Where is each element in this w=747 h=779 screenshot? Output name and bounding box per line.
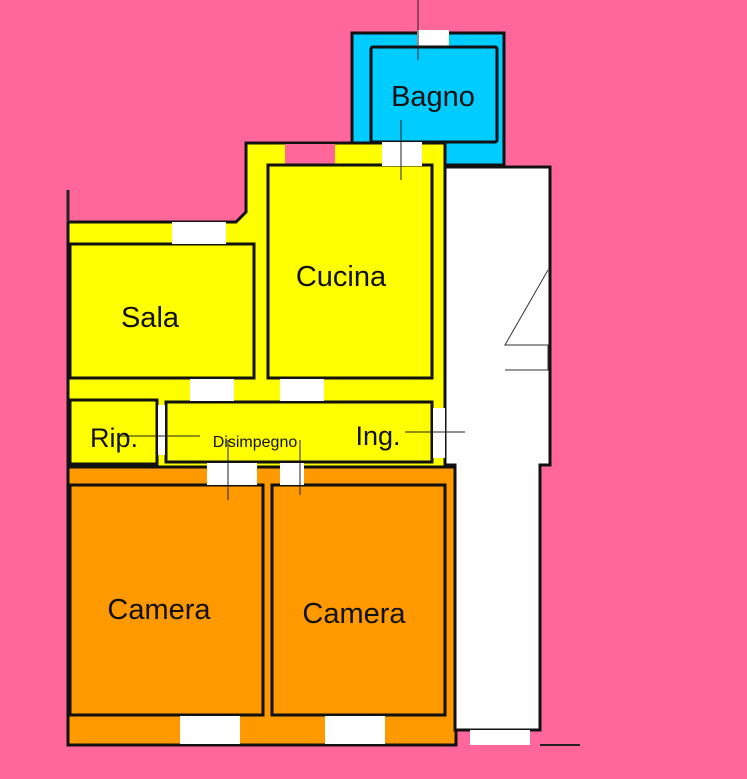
door-rip [158,405,165,455]
axis-lines [66,0,580,746]
door-cucina [280,379,324,401]
window-camera-1 [180,716,240,744]
door-sala [190,379,234,401]
label-bagno: Bagno [391,81,475,113]
stair-corridor [443,165,552,732]
window-camera-2 [325,716,385,744]
window-sala [172,222,226,244]
stairs [504,269,549,371]
room-camera-1 [68,483,265,717]
label-sala: Sala [121,302,180,334]
openings [158,142,530,745]
label-rip: Rip. [90,423,138,453]
label-cucina: Cucina [296,261,387,293]
room-camera-2 [270,483,447,717]
room-sala [68,242,256,380]
room-cucina [266,163,434,380]
label-camera-1: Camera [107,594,211,626]
door-ingresso [433,408,445,458]
door-camera-2 [280,463,304,485]
label-camera-2: Camera [302,598,406,630]
door-bagno [382,142,422,166]
bath-wall-patch [285,143,335,165]
label-ing: Ing. [355,421,400,451]
window-stair [470,730,530,745]
room-bagno [369,45,499,144]
label-disimpegno: Disimpegno [213,434,298,451]
room-rip [68,398,159,466]
door-camera-1 [207,463,257,485]
door-bagno-top [417,30,449,46]
